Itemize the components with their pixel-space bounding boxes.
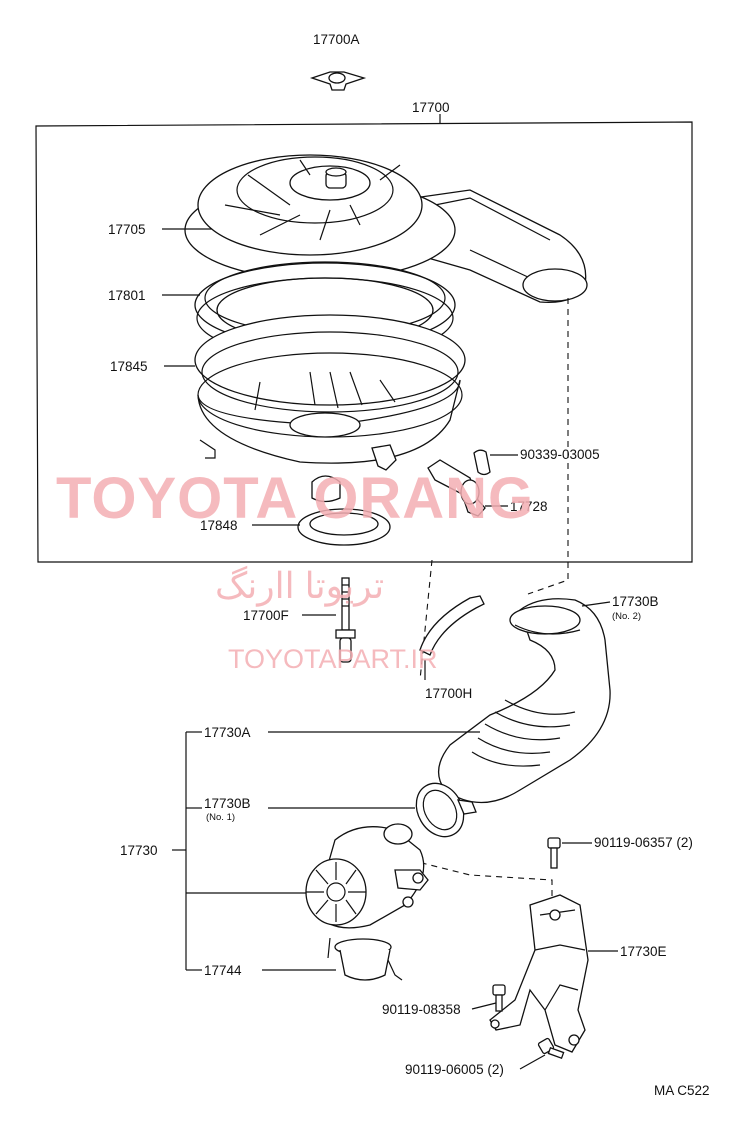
adapter-17744 — [327, 937, 403, 981]
hose-clamp-17730B-no1 — [415, 782, 477, 838]
label-90119-06005: 90119-06005 (2) — [405, 1062, 504, 1077]
label-17845: 17845 — [110, 359, 148, 374]
bolt-17700F — [335, 577, 356, 663]
bolt-90119-08358 — [492, 984, 506, 1012]
resonator-17730 — [305, 823, 429, 929]
case-clip — [311, 444, 397, 503]
label-17730B-no1: 17730B — [204, 796, 251, 811]
wing-nut-17700A — [309, 71, 367, 91]
watermark-persian: تریوتا اارنگ — [215, 565, 384, 607]
leader-tree-17730 — [172, 731, 480, 971]
label-17700A: 17700A — [313, 32, 360, 47]
assembly-frame-17700 — [35, 114, 693, 563]
label-17728: 17728 — [510, 499, 548, 514]
watermark-brand: TOYOTA ORANG — [56, 466, 534, 531]
hose-90339-03005 — [473, 449, 491, 476]
label-90119-06357: 90119-06357 (2) — [594, 835, 693, 850]
label-90339-03005: 90339-03005 — [520, 447, 600, 462]
label-90119-08358: 90119-08358 — [382, 1002, 461, 1017]
watermark-url: TOYOTAPART.IR — [228, 644, 438, 674]
label-17700F: 17700F — [243, 608, 289, 623]
bolt-90119-06005 — [537, 1037, 565, 1060]
diagram-code: MA C522 — [654, 1083, 710, 1098]
bracket-17730E — [489, 894, 589, 1053]
label-17730: 17730 — [120, 843, 158, 858]
label-17700H: 17700H — [425, 686, 472, 701]
label-17848: 17848 — [200, 518, 238, 533]
bolt-90119-06357 — [547, 837, 561, 869]
label-17730B-no2-sub: (No. 2) — [612, 611, 641, 622]
label-17705: 17705 — [108, 222, 146, 237]
label-17744: 17744 — [204, 963, 242, 978]
label-17700: 17700 — [412, 100, 450, 115]
gasket-17848 — [297, 508, 391, 546]
valve-17728 — [427, 459, 486, 517]
label-17730A: 17730A — [204, 725, 251, 740]
air-cleaner-cap-17705 — [184, 154, 588, 304]
hose-17700H — [419, 595, 485, 656]
label-17730B-no2: 17730B — [612, 594, 659, 609]
label-17801: 17801 — [108, 288, 146, 303]
label-17730E: 17730E — [620, 944, 667, 959]
label-17730B-no1-sub: (No. 1) — [206, 812, 235, 823]
air-cleaner-case-17845 — [194, 314, 466, 464]
intake-hose-17730A — [438, 598, 611, 804]
watermark: TOYOTA ORANG تریوتا اارنگ TOYOTAPART.IR — [56, 466, 534, 674]
